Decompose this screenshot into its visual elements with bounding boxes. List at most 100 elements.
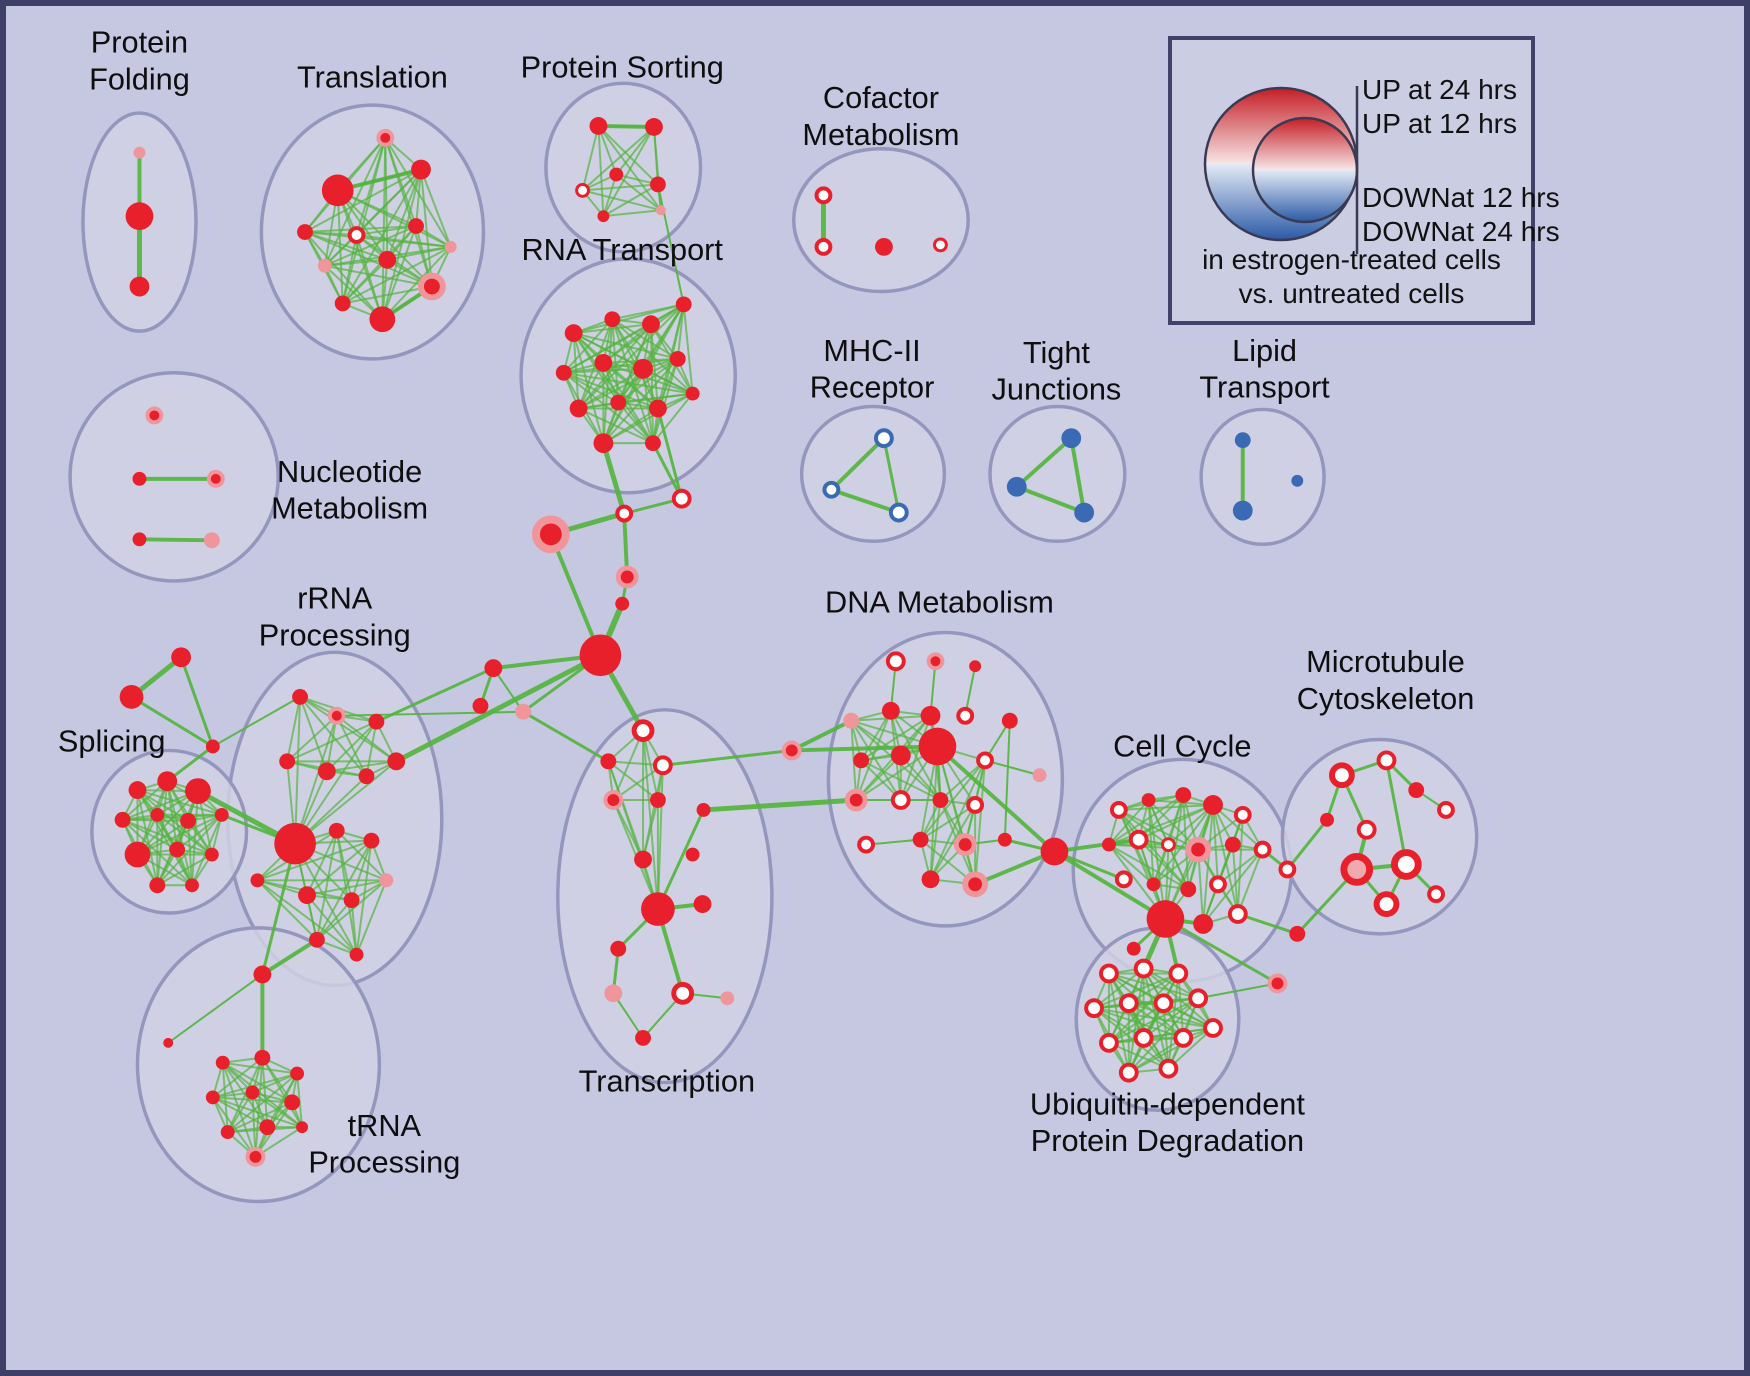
legend-direction-label: DOWN [1362,182,1451,213]
node-a2 [125,202,154,231]
edge-w2-w8 [1385,760,1408,865]
node-c7 [655,205,666,216]
node-y2 [1289,925,1306,942]
node-u7 [634,850,652,869]
node-k9 [1185,836,1212,863]
cluster-mhc-ii-receptor [799,404,947,544]
edge-e12-e14 [652,392,694,444]
node-g19 [912,831,929,848]
node-q2 [163,1037,174,1048]
node-b1 [321,174,354,207]
edge-r2-r4 [286,715,338,763]
node-w3 [1408,782,1425,799]
node-k13 [1146,877,1161,892]
edge-r15-q1 [261,938,318,977]
edge-k4-k8 [1167,804,1214,846]
node-k18 [1227,904,1248,924]
node-g11 [918,727,957,766]
node-w10 [1427,885,1445,904]
node-l2 [1232,500,1253,521]
edge-r3-r6 [365,721,378,777]
edge-g13-g12 [984,759,1040,777]
edge-t2-t3 [1016,484,1085,515]
node-g9 [853,752,870,769]
edge-x1-k7 [1054,837,1139,854]
node-p10 [204,847,219,862]
cluster-label-nucleotide-metabolism-2: Metabolism [271,490,428,525]
node-g2 [926,652,945,671]
edge-r9-r14 [336,830,388,882]
node-z12 [1118,1062,1139,1083]
edge-c1-c5 [597,125,659,186]
edge-e11-h1 [656,408,684,500]
node-u6 [696,802,711,817]
node-p8 [124,841,151,868]
node-z9 [1133,1028,1154,1048]
node-r1 [292,688,308,705]
edge-g5-g9 [860,710,892,761]
edge-b8-b10 [342,285,433,305]
node-e4 [675,296,692,313]
node-u11 [610,940,627,957]
node-q8 [284,1094,301,1111]
node-w7 [1340,853,1374,886]
edge-k11-k18 [1236,849,1264,915]
edge-k11-k17 [1202,848,1264,925]
cluster-label-rrna-processing-1: rRNA [297,581,373,616]
edge-u5-u7 [642,799,659,860]
node-w8 [1390,849,1422,880]
legend-time-label: at 12 hrs [1408,108,1517,139]
edge-p3-p12 [191,791,199,886]
edge-k4-k13 [1152,804,1214,885]
node-k3 [1175,787,1192,803]
legend-row-down-12: DOWN at 12 hrs [1362,182,1560,214]
node-n3 [206,469,225,488]
edge-k6-k13 [1108,843,1155,886]
cluster-label-protein-sorting: Protein Sorting [521,49,724,84]
edge-c5-e4 [656,184,685,305]
node-e6 [594,353,613,372]
cluster-rna-transport [519,257,737,495]
edge-p7-p11 [156,814,223,886]
edge-c4-c6 [602,174,618,217]
node-r7 [387,752,406,771]
edge-t1-t2 [1015,436,1073,489]
legend-time-label: at 24 hrs [1408,74,1517,105]
legend-row-up-12: UP at 12 hrs [1362,108,1517,140]
node-e1 [564,324,583,343]
node-p11 [149,877,166,894]
edge-e6-e12 [603,361,693,395]
node-r2 [327,706,346,725]
edge-b4-b9 [304,231,384,320]
edge-e9-e14 [578,407,654,445]
node-z1 [1099,963,1119,984]
edge-k3-k6 [1108,794,1184,846]
cluster-label-lipid-transport-2: Transport [1199,370,1330,405]
edge-r1-r4 [286,696,302,762]
edge-z11-z13 [1167,1027,1214,1070]
edge-e14-h1 [651,442,684,500]
edge-r1-r7 [299,696,397,763]
edge-c4-c7 [615,173,662,211]
edge-c2-c6 [602,126,655,217]
cluster-lipid-transport [1199,407,1326,546]
node-e11 [648,399,667,418]
node-d3 [875,237,893,256]
edge-e3-e14 [649,324,654,444]
node-r16 [349,947,364,962]
edge-r12-r14 [306,879,387,897]
edge-p3-p4 [122,790,199,821]
edge-g6-g9 [860,714,932,762]
legend-row-down-24: DOWN at 24 hrs [1362,216,1560,248]
node-u13 [671,981,695,1005]
node-h9 [472,697,489,714]
edge-b3-b8 [420,169,433,287]
edge-q7-q9 [226,1091,254,1133]
edge-u4-u9 [612,799,659,910]
cluster-label-tight-junctions-1: Tight [1023,335,1091,370]
node-a3 [129,276,150,297]
edge-b5-b11 [356,225,417,236]
cluster-label-transcription: Transcription [579,1063,755,1098]
edge-r9-r12 [306,830,338,896]
edge-z7-z9 [1143,997,1199,1039]
